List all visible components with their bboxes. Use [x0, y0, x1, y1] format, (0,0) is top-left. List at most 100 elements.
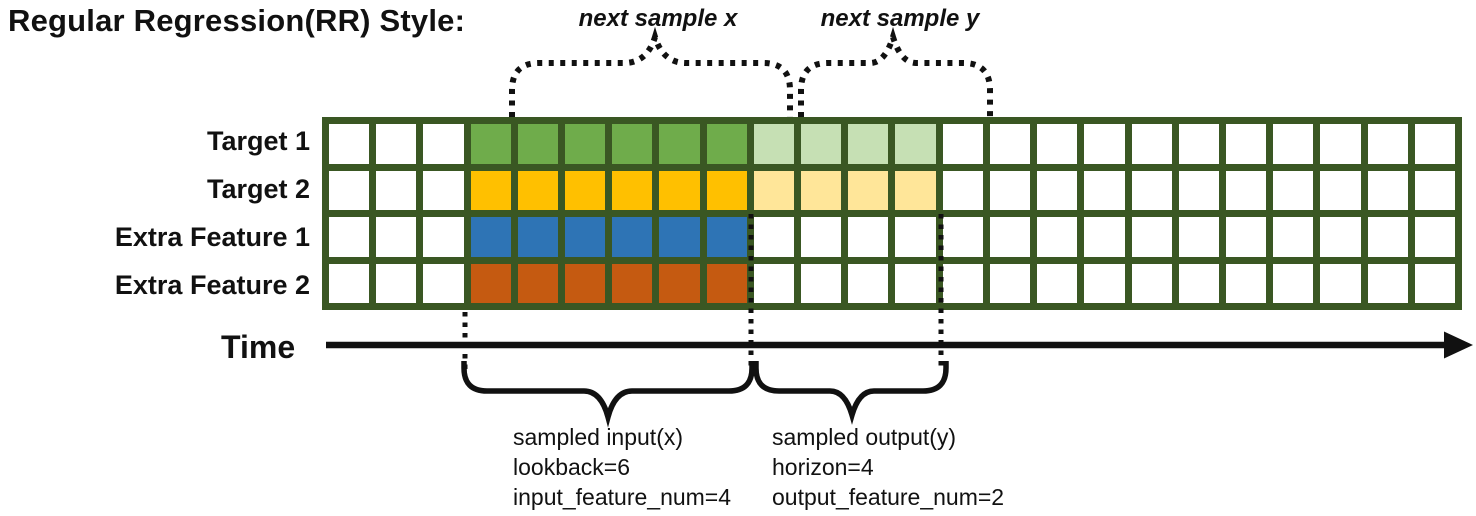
grid-cell	[470, 263, 511, 303]
grid-cell	[659, 170, 700, 210]
grid-cell	[895, 217, 936, 257]
grid-cell	[376, 263, 417, 303]
grid-cell	[517, 124, 559, 164]
horizon-label: horizon=4	[772, 454, 874, 480]
grid-cell	[1178, 170, 1219, 210]
grid-cell	[1367, 263, 1408, 303]
grid-cell	[942, 263, 983, 303]
grid-cell	[989, 170, 1031, 210]
diagram-title: Regular Regression(RR) Style:	[8, 3, 466, 38]
next-sample-x-label: next sample x	[578, 5, 738, 32]
grid-cell	[1131, 217, 1172, 257]
grid-cell	[848, 124, 889, 164]
grid-cell	[1225, 217, 1267, 257]
grid-cell	[565, 263, 606, 303]
grid-cell	[1225, 170, 1267, 210]
grid-cell	[659, 263, 700, 303]
grid-cell	[470, 124, 511, 164]
row-labels: Target 1 Target 2 Extra Feature 1 Extra …	[0, 117, 310, 310]
grid-cell	[423, 124, 464, 164]
grid-cell	[423, 170, 464, 210]
grid-cell	[1367, 217, 1408, 257]
grid-cell	[1037, 124, 1078, 164]
grid-cell	[753, 217, 795, 257]
sampled-input-brace	[461, 361, 755, 428]
grid-cell	[1178, 263, 1219, 303]
grid-cell	[659, 124, 700, 164]
grid-cell	[329, 170, 370, 210]
sampled-output-annotation: sampled output(y) horizon=4 output_featu…	[772, 422, 1004, 512]
grid-cell	[1131, 263, 1172, 303]
grid-cell	[989, 217, 1031, 257]
grid-cell	[565, 217, 606, 257]
grid-cell	[612, 217, 653, 257]
grid-cell	[1273, 170, 1314, 210]
grid-cell	[565, 170, 606, 210]
time-axis-arrowhead	[1444, 331, 1473, 359]
grid-cell	[470, 170, 511, 210]
lookback-label: lookback=6	[513, 454, 630, 480]
row-label-target-2: Target 2	[206, 173, 310, 204]
grid-cell	[1320, 170, 1361, 210]
grid-cell	[1225, 124, 1267, 164]
grid-cell	[1131, 124, 1172, 164]
grid-cell	[753, 124, 795, 164]
time-axis-label: Time	[221, 329, 296, 365]
grid-cell	[1320, 263, 1361, 303]
sampled-output-brace	[753, 361, 949, 425]
sampled-input-annotation: sampled input(x) lookback=6 input_featur…	[513, 422, 731, 512]
grid-cell	[895, 124, 936, 164]
grid-cell	[612, 263, 653, 303]
grid-cell	[1084, 170, 1125, 210]
grid-cell	[1037, 170, 1078, 210]
grid-cell	[1320, 124, 1361, 164]
grid-cell	[801, 124, 842, 164]
grid-cell	[1273, 124, 1314, 164]
grid-cell	[1414, 263, 1455, 303]
next-sample-y-label: next sample y	[820, 5, 980, 32]
grid-cell	[1320, 217, 1361, 257]
grid-cell	[1273, 217, 1314, 257]
grid-cell	[895, 170, 936, 210]
row-label-target-1: Target 1	[206, 125, 310, 156]
grid-cell	[329, 263, 370, 303]
grid-cell	[1178, 124, 1219, 164]
grid-cell	[517, 170, 559, 210]
grid-cell	[565, 124, 606, 164]
grid-cell	[989, 263, 1031, 303]
grid-cell	[376, 170, 417, 210]
grid-cell	[1084, 263, 1125, 303]
grid-cell	[895, 263, 936, 303]
row-label-extra-feature-2: Extra Feature 2	[114, 270, 310, 301]
grid-cell	[706, 263, 747, 303]
grid-cell	[1414, 170, 1455, 210]
next-sample-y-brace	[798, 26, 993, 117]
grid-cell	[989, 124, 1031, 164]
grid-cell	[753, 263, 795, 303]
grid-cell	[801, 263, 842, 303]
grid-cell	[848, 263, 889, 303]
grid-cell	[942, 124, 983, 164]
sampled-output-label: sampled output(y)	[772, 424, 957, 450]
grid-cell	[942, 217, 983, 257]
grid-cell	[376, 124, 417, 164]
timeseries-grid	[322, 117, 1462, 310]
grid-cell	[801, 217, 842, 257]
grid-cell	[801, 170, 842, 210]
grid-cell	[1367, 170, 1408, 210]
grid-cell	[848, 170, 889, 210]
row-label-extra-feature-1: Extra Feature 1	[114, 222, 310, 253]
grid-cell	[517, 263, 559, 303]
grid-cell	[1084, 124, 1125, 164]
grid-cell	[1037, 217, 1078, 257]
grid-cell	[1178, 217, 1219, 257]
input-feature-num-label: input_feature_num=4	[513, 484, 732, 510]
grid-cell	[848, 217, 889, 257]
grid-cell	[942, 170, 983, 210]
sampled-input-label: sampled input(x)	[513, 424, 684, 450]
grid-cell	[376, 217, 417, 257]
grid-cell	[517, 217, 559, 257]
next-sample-x-brace	[509, 26, 793, 117]
grid-cell	[1273, 263, 1314, 303]
